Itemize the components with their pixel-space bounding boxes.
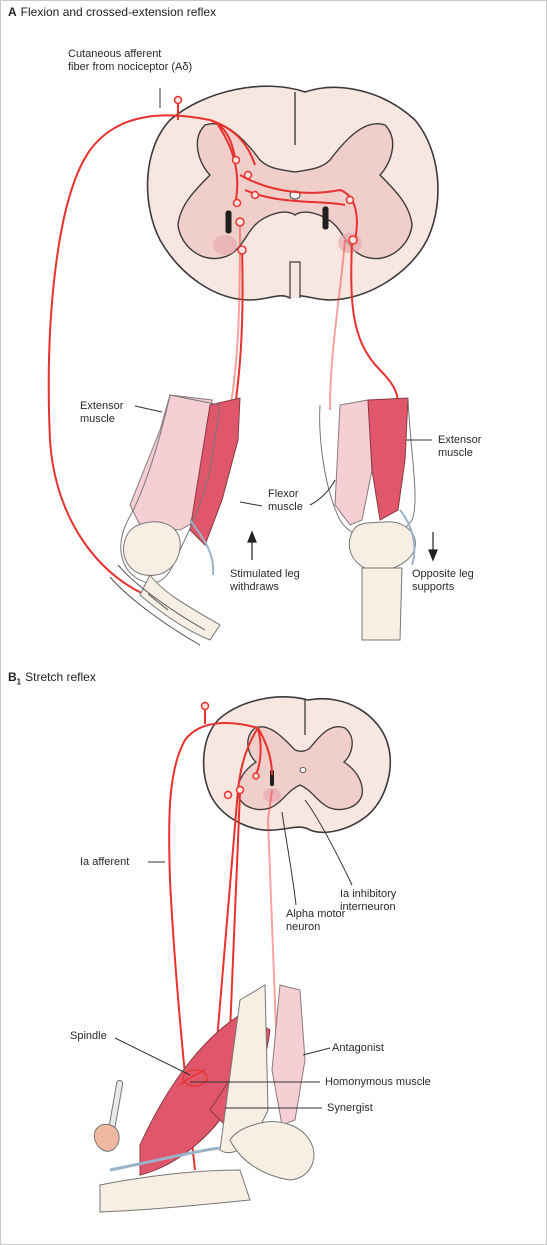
label-opposite-leg: Opposite leg supports [412, 568, 474, 594]
label-extensor-left: Extensor muscle [80, 400, 123, 426]
panel-b-heading: B1 Stretch reflex [8, 670, 96, 686]
label-homonymous-muscle: Homonymous muscle [325, 1076, 431, 1089]
right-extensor-muscle [368, 398, 408, 520]
spinal-cord-section-b [204, 697, 391, 832]
panel-b-subscript: 1 [17, 677, 21, 686]
right-flexor-muscle [335, 400, 372, 525]
elbow-joint [230, 1122, 314, 1180]
panel-a-heading: A Flexion and crossed-extension reflex [8, 5, 216, 19]
forearm-bone [100, 1170, 250, 1212]
left-shin [140, 575, 220, 640]
panel-a-title: Flexion and crossed-extension reflex [21, 5, 216, 19]
limb-b [100, 985, 314, 1212]
supporting-leg [320, 398, 416, 640]
motor-pool-left [213, 235, 237, 255]
label-antagonist: Antagonist [332, 1042, 384, 1055]
reflex-hammer [94, 1080, 123, 1151]
spinal-cord-section-a [148, 86, 438, 300]
antagonist-muscle [272, 985, 305, 1125]
label-synergist: Synergist [327, 1102, 373, 1115]
label-ia-afferent: Ia afferent [80, 856, 129, 869]
right-shin [362, 568, 402, 640]
panel-b-letter: B [8, 670, 17, 684]
ventral-fissure-a [290, 262, 300, 298]
stimulated-leg [110, 395, 240, 645]
left-knee-joint [124, 522, 181, 576]
label-alpha-motor-neuron: Alpha motor neuron [286, 908, 345, 934]
panel-a-letter: A [8, 5, 17, 19]
label-ia-inhibitory-interneuron: Ia inhibitory interneuron [340, 888, 396, 914]
label-cutaneous-afferent: Cutaneous afferent fiber from nociceptor… [68, 48, 192, 74]
label-extensor-right: Extensor muscle [438, 434, 481, 460]
label-stimulated-leg: Stimulated leg withdraws [230, 568, 300, 594]
panel-b-title: Stretch reflex [25, 670, 96, 684]
right-knee-joint [349, 522, 415, 571]
label-flexor: Flexor muscle [268, 488, 303, 514]
label-spindle: Spindle [70, 1030, 107, 1043]
